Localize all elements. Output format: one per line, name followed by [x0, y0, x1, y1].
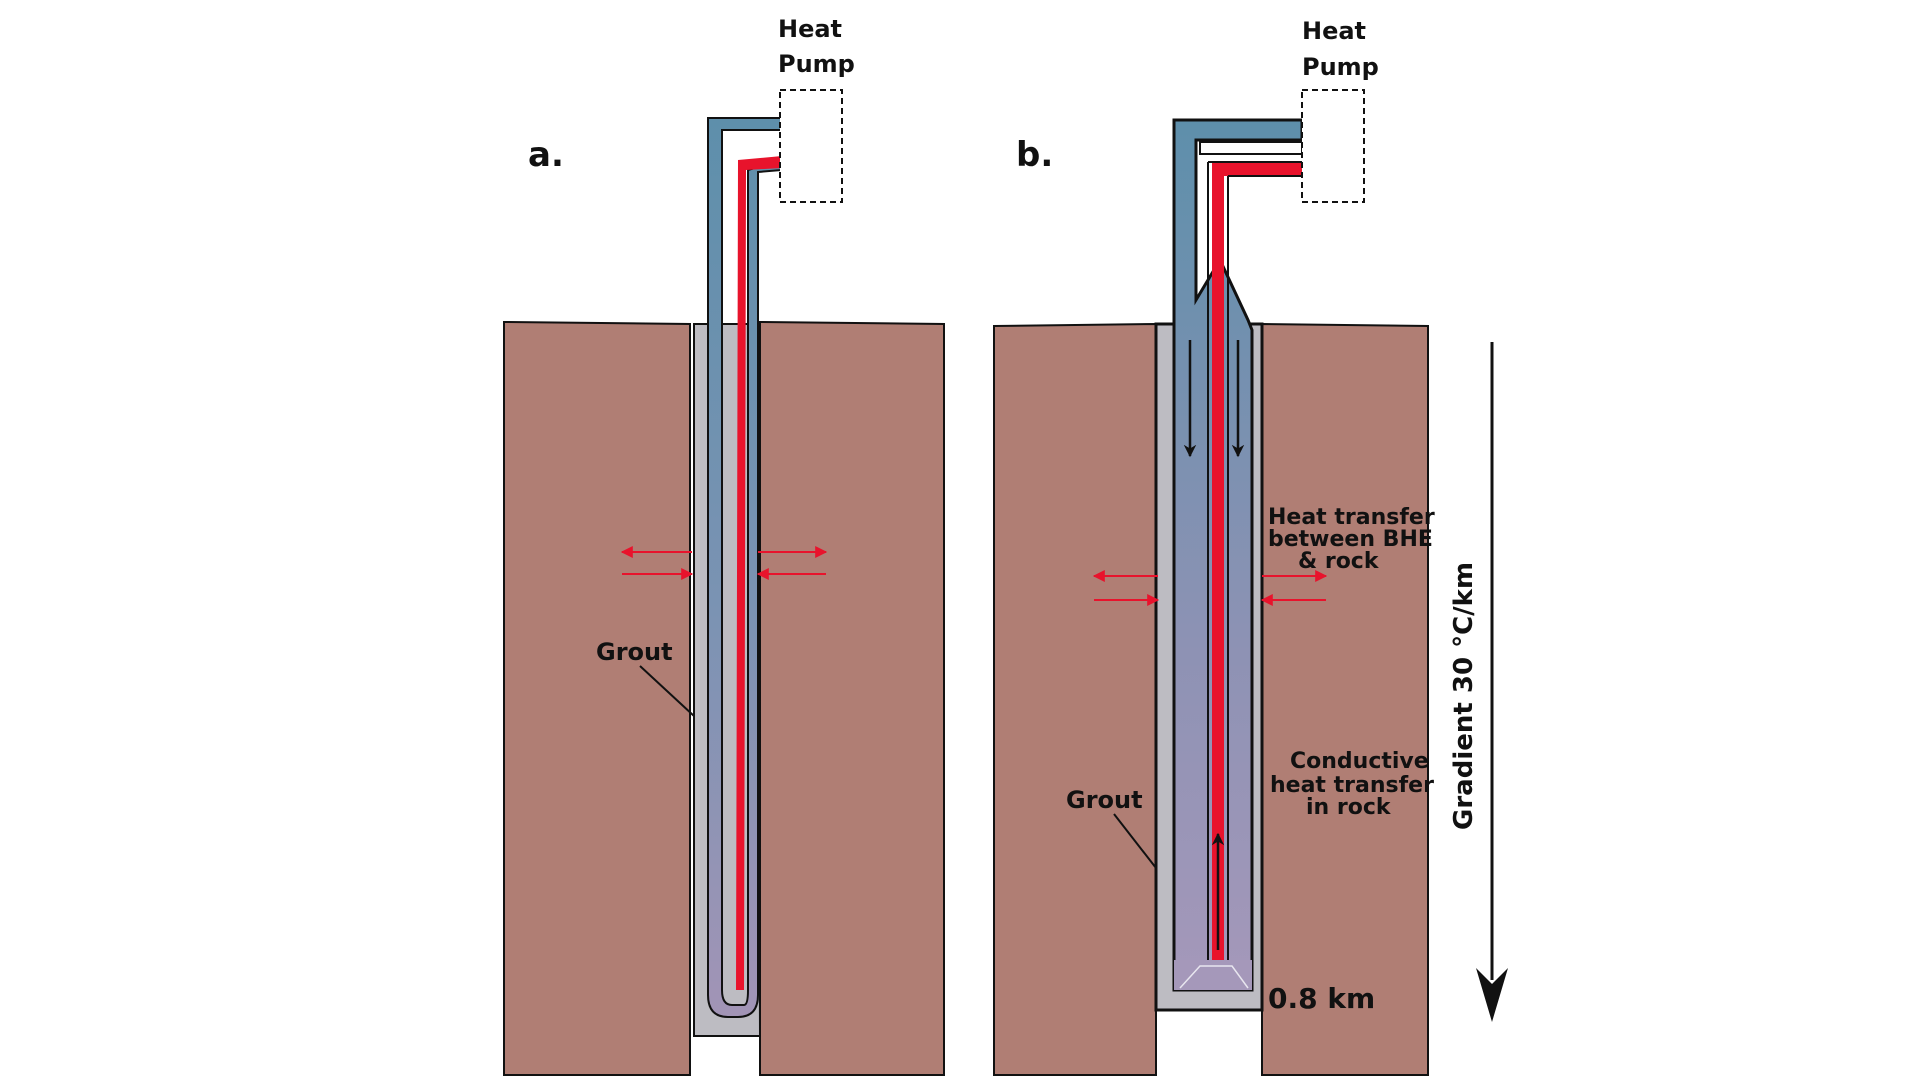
heat-transfer-label-2: between BHE [1268, 527, 1433, 552]
rock-block-b-right [1261, 322, 1429, 1076]
bottom-highlight [1179, 965, 1249, 989]
rock-block-a-right [759, 320, 945, 1076]
bottom-fluid-b [1174, 960, 1252, 990]
rock-block-a [503, 320, 691, 1076]
grout-leader-a [639, 665, 695, 717]
heat-pump-label-b-1: Heat [1302, 17, 1366, 45]
heat-pump-label-b-2: Pump [1302, 53, 1379, 81]
grout-leader-b [1113, 813, 1157, 869]
conductive-label-2: heat transfer [1270, 773, 1434, 798]
inner-pipe-b [1212, 162, 1302, 960]
heat-pump-box-b [1301, 89, 1365, 203]
conductive-label-1: Conductive [1290, 749, 1429, 774]
panel-b: Heat Pump b. Heat transfer between BHE &… [993, 17, 1435, 1076]
gradient-arrow-head [1476, 968, 1508, 1022]
depth-label: 0.8 km [1268, 982, 1375, 1015]
grout-label-a: Grout [596, 638, 673, 666]
heat-transfer-label-3: & rock [1298, 549, 1380, 574]
heat-pump-label-a-1: Heat [778, 15, 842, 43]
heat-pump-label-a-2: Pump [778, 50, 855, 78]
panel-a: Heat Pump a. Grout [503, 15, 945, 1076]
heat-pump-box-a [779, 89, 843, 203]
gradient-indicator: Gradient 30 °C/km [1449, 342, 1508, 1022]
insulation-band [1199, 141, 1303, 155]
rock-block-b-left [993, 322, 1157, 1076]
heat-transfer-label-1: Heat transfer [1268, 505, 1435, 530]
hot-pipe-a [736, 156, 782, 990]
gradient-label: Gradient 30 °C/km [1449, 562, 1479, 830]
conductive-label-3: in rock [1306, 795, 1392, 820]
panel-label-a: a. [528, 135, 564, 175]
u-pipe-a [707, 117, 783, 1018]
grout-label-b: Grout [1066, 786, 1143, 814]
panel-label-b: b. [1016, 135, 1053, 175]
